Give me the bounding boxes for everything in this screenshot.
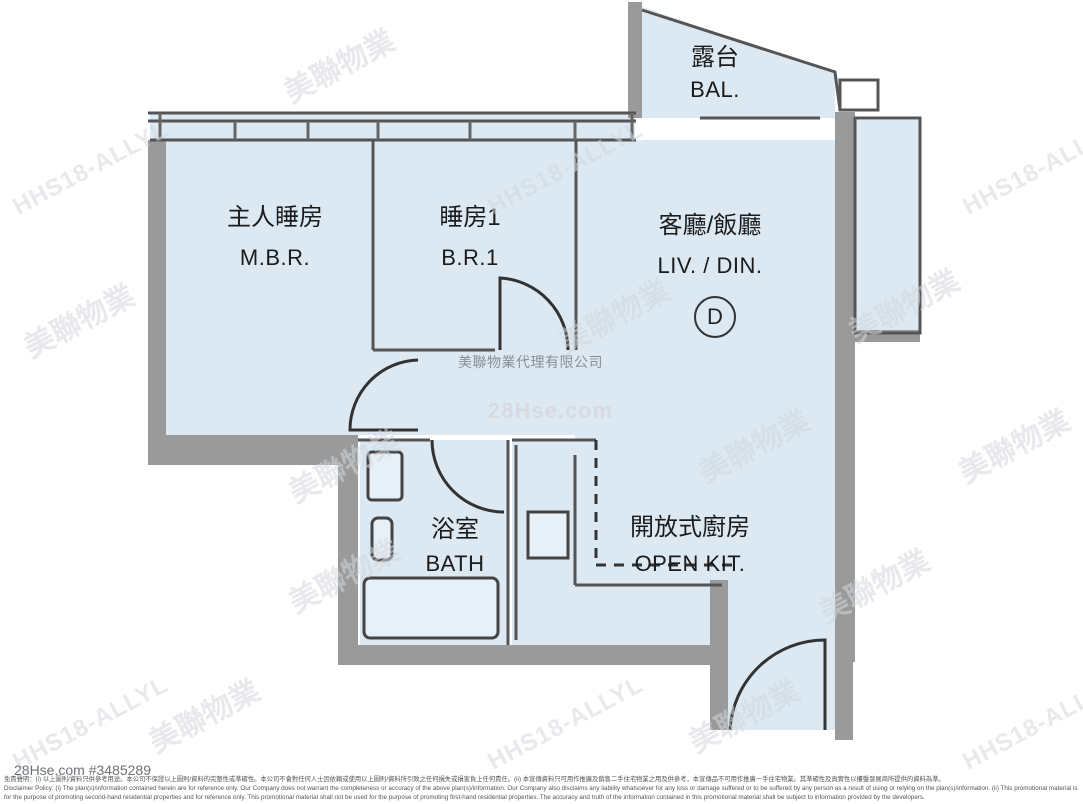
door-bath <box>430 439 505 514</box>
meter-box <box>838 78 880 112</box>
agency-name: 美聯物業代理有限公司 <box>458 354 603 370</box>
door-br1 <box>498 276 570 351</box>
upper-bay-area <box>150 112 635 142</box>
kitchen-sink <box>526 510 570 560</box>
living-dining-en: LIV. / DIN. <box>657 253 763 278</box>
bathroom-en: BATH <box>425 551 485 576</box>
corridor-area <box>375 350 575 435</box>
bathtub <box>362 576 500 640</box>
wall-right <box>835 112 855 662</box>
room-label-balcony: 露台 BAL. <box>670 42 760 106</box>
site-watermark: 28Hse.com <box>488 398 614 423</box>
doors <box>348 276 827 731</box>
master-bedroom-en: M.B.R. <box>239 245 311 270</box>
partitions <box>148 8 922 645</box>
bedroom-1-area <box>375 140 575 350</box>
master-bedroom-area <box>165 140 375 435</box>
wall-mbr-bottom <box>148 435 358 465</box>
room-label-open-kitchen: 開放式廚房 OPEN KIT. <box>610 512 770 580</box>
toilet <box>370 516 394 562</box>
master-bedroom-zh: 主人睡房 <box>227 204 323 231</box>
side-panel-outline <box>853 116 922 335</box>
room-label-bedroom-1: 睡房1 B.R.1 <box>415 202 525 274</box>
side-panel-area <box>855 120 920 335</box>
balcony-zh: 露台 <box>691 44 739 71</box>
bathroom-zh: 浴室 <box>431 516 479 543</box>
kitchen-dashed-boundary <box>594 440 740 567</box>
unit-marker-circle: D <box>694 296 736 338</box>
door-entry <box>728 638 827 731</box>
basin <box>366 450 404 502</box>
bathroom-fixtures <box>362 450 570 640</box>
wall-bath-left <box>338 465 358 665</box>
wall-right-lower <box>835 660 853 740</box>
wall-bal-left <box>628 2 642 118</box>
wall-entry-left <box>710 580 728 730</box>
living-dining-zh: 客廳/飯廳 <box>658 212 762 239</box>
disclaimer-en-1: Disclaimer Policy: (i) The plan(s)/infor… <box>4 785 1078 792</box>
walls <box>148 2 920 740</box>
window-mullions <box>158 113 634 140</box>
open-kitchen-zh: 開放式廚房 <box>630 514 750 541</box>
room-label-bathroom: 浴室 BATH <box>408 514 502 580</box>
room-label-master-bedroom: 主人睡房 M.B.R. <box>205 202 345 274</box>
wall-left <box>148 140 166 440</box>
disclaimer-en-2: for the purpose of promoting second-hand… <box>4 794 925 801</box>
bedroom-1-en: B.R.1 <box>441 245 499 270</box>
wall-bottom <box>338 645 728 665</box>
balcony-area <box>640 6 835 118</box>
listing-id: 28Hse.com #3485289 <box>14 762 151 778</box>
door-mbr <box>348 358 419 432</box>
balcony-outline <box>641 8 842 111</box>
room-label-living-dining: 客廳/飯廳 LIV. / DIN. <box>640 210 780 282</box>
disclaimer-zh: 免責聲明：(i) 以上圖則/資料只供參考用途。本公司不保證以上圖則/資料的完整性… <box>4 776 945 783</box>
open-kitchen-en: OPEN KIT. <box>634 551 746 576</box>
bedroom-1-zh: 睡房1 <box>439 204 501 231</box>
balcony-en: BAL. <box>690 77 740 102</box>
